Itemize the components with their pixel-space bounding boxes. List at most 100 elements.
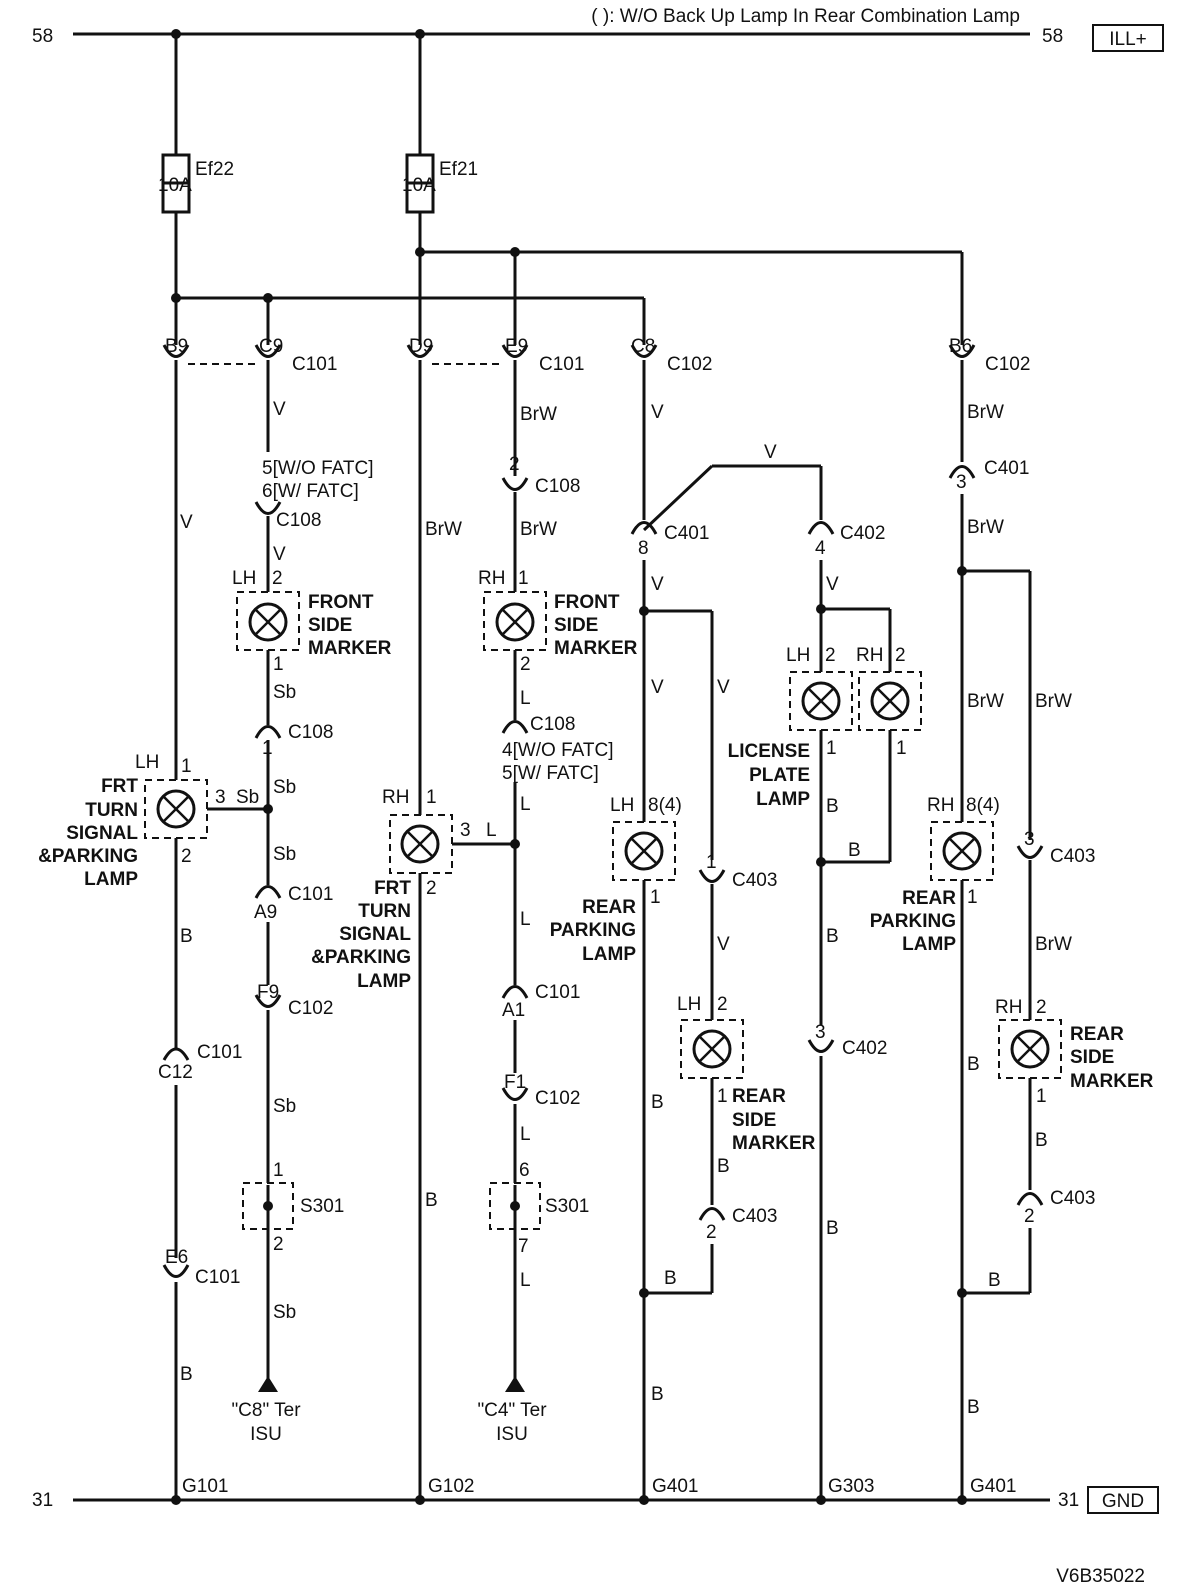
frt-turn-lh-side: LH xyxy=(135,752,159,773)
wire-l-col3: L xyxy=(486,820,497,841)
wire-b-col8-a: B xyxy=(967,1054,980,1075)
conn-a1: A1 xyxy=(502,1000,525,1021)
front-marker-rh-label-1: FRONT xyxy=(554,592,620,613)
wire-brw-col3: BrW xyxy=(425,519,462,540)
rear-parking-rh-pin: 8(4) xyxy=(966,795,1000,816)
rear-parking-lh-label-2: PARKING xyxy=(550,920,636,941)
rear-marker-lh-pin1: 1 xyxy=(717,1086,728,1107)
license-lh-pin2: 2 xyxy=(825,645,836,666)
conn-a9: A9 xyxy=(254,902,277,923)
frt-turn-rh-pin3: 3 xyxy=(460,820,471,841)
column-rh-rear-parking: BrW 3 C401 BrW BrW BrW RH 8(4) 1 REAR PA… xyxy=(870,360,1072,1500)
conn-c402-b: C402 xyxy=(842,1038,887,1059)
wire-v-col5-loop: V xyxy=(764,442,777,463)
conn-c102-c: C102 xyxy=(288,998,333,1019)
front-marker-rh-label-3: MARKER xyxy=(554,638,638,659)
frt-turn-lh-label-5: LAMP xyxy=(84,869,138,890)
wire-b-col5-b: B xyxy=(664,1268,677,1289)
conn-c403-d: C403 xyxy=(1050,1188,1095,1209)
wire-sb-col2-a: Sb xyxy=(273,682,296,703)
conn-c12: C12 xyxy=(158,1062,193,1083)
column-lh-rear-parking: V V 8 C401 V V V LH 8(4) 1 REAR PARKING … xyxy=(550,360,823,1500)
conn-f9: F9 xyxy=(257,982,279,1003)
front-marker-lh-pin1: 1 xyxy=(273,654,284,675)
ill-plus-tag: ILL+ xyxy=(1109,29,1147,50)
conn-c403-a: C403 xyxy=(732,870,777,891)
terminal-c4-isu: ISU xyxy=(496,1424,528,1445)
c401-col5-pin8: 8 xyxy=(638,538,649,559)
rear-marker-lh-label-2: SIDE xyxy=(732,1110,776,1131)
wire-l-col4-a: L xyxy=(520,688,531,709)
c108-col2-pin-a: 5[W/O FATC] xyxy=(262,458,374,479)
rear-parking-rh-label-3: LAMP xyxy=(902,934,956,955)
rear-parking-lh-side: LH xyxy=(610,795,634,816)
splice-s301-a-label: S301 xyxy=(300,1196,344,1217)
rear-marker-rh-label-1: REAR xyxy=(1070,1024,1124,1045)
c403-col9-pin2: 2 xyxy=(1024,1206,1035,1227)
frt-turn-rh-pin2: 2 xyxy=(426,878,437,899)
frt-turn-rh-label-2: TURN xyxy=(358,901,411,922)
license-rh-pin2: 2 xyxy=(895,645,906,666)
wire-v-col2: V xyxy=(273,399,286,420)
front-marker-lh-label-3: MARKER xyxy=(308,638,392,659)
conn-c102-b: C102 xyxy=(985,354,1030,375)
front-marker-rh-label-2: SIDE xyxy=(554,615,598,636)
wire-brw-col8-b: BrW xyxy=(967,517,1004,538)
wire-b-col1-b: B xyxy=(180,1364,193,1385)
c401-col8-pin3: 3 xyxy=(956,472,967,493)
wire-b-col7-b: B xyxy=(848,840,861,861)
frt-turn-rh-label-3: SIGNAL xyxy=(339,924,411,945)
wire-b-col7-a: B xyxy=(826,796,839,817)
wire-brw-col8-a: BrW xyxy=(967,402,1004,423)
rail-top-left-label: 58 xyxy=(32,26,53,47)
rail-bottom-left-label: 31 xyxy=(32,1490,53,1511)
license-lh-pin1: 1 xyxy=(826,738,837,759)
header-note: ( ): W/O Back Up Lamp In Rear Combinatio… xyxy=(591,6,1020,27)
conn-c101-b: C101 xyxy=(539,354,584,375)
wire-brw-col8-c: BrW xyxy=(967,691,1004,712)
wire-l-col4-b: L xyxy=(520,794,531,815)
top-connectors: B9 C9 C101 D9 E9 C101 C8 C102 B6 C102 xyxy=(162,336,1030,375)
ground-g102: G102 xyxy=(428,1476,474,1497)
license-label-1: LICENSE xyxy=(728,741,810,762)
rear-marker-lh-label-1: REAR xyxy=(732,1086,786,1107)
wire-sb-col2-e: Sb xyxy=(273,1096,296,1117)
fuse-ef22-rating: 10A xyxy=(158,175,192,196)
conn-c401-b: C401 xyxy=(984,458,1029,479)
ill-plus-tag-box xyxy=(1092,24,1164,52)
rear-parking-lh-pin: 8(4) xyxy=(648,795,682,816)
wire-l-col4-c: L xyxy=(520,909,531,930)
c402-col7-pin4: 4 xyxy=(815,538,826,559)
license-rh-side: RH xyxy=(856,645,883,666)
conn-c102-d: C102 xyxy=(535,1088,580,1109)
frt-turn-rh-label-5: LAMP xyxy=(357,971,411,992)
license-label-2: PLATE xyxy=(749,765,810,786)
wire-b-col8-b: B xyxy=(988,1270,1001,1291)
rear-marker-rh-pin1: 1 xyxy=(1036,1086,1047,1107)
rear-parking-lh-pin1: 1 xyxy=(650,887,661,908)
frt-turn-lh-label-3: SIGNAL xyxy=(66,823,138,844)
rear-parking-rh-pin1: 1 xyxy=(967,887,978,908)
rear-marker-rh-pin2: 2 xyxy=(1036,997,1047,1018)
fuse-ef22-name: Ef22 xyxy=(195,159,234,180)
column-lh-front-turn: V LH 1 3 2 FRT TURN SIGNAL &PARKING LAMP… xyxy=(38,360,242,1500)
ground-g401-b: G401 xyxy=(970,1476,1016,1497)
conn-d9: D9 xyxy=(409,336,433,357)
wire-brw-col9-a: BrW xyxy=(1035,691,1072,712)
ground-g303: G303 xyxy=(828,1476,874,1497)
wire-brw-col9-b: BrW xyxy=(1035,934,1072,955)
wire-v-col6-b: V xyxy=(717,934,730,955)
rail-bottom-right-label: 31 xyxy=(1058,1490,1079,1511)
s301-b-pin7: 7 xyxy=(518,1236,529,1257)
conn-c403-c: C403 xyxy=(1050,846,1095,867)
wire-b-col8-c: B xyxy=(967,1397,980,1418)
frt-turn-lh-label-2: TURN xyxy=(85,800,138,821)
conn-c401-a: C401 xyxy=(664,523,709,544)
conn-c101-c: C101 xyxy=(197,1042,242,1063)
wire-b-col6-a: B xyxy=(717,1156,730,1177)
column-rh-rear-marker: 3 C403 BrW RH 2 1 REAR SIDE MARKER B 2 C… xyxy=(995,829,1154,1293)
wire-b-col9: B xyxy=(1035,1130,1048,1151)
wire-brw-col4-b: BrW xyxy=(520,519,557,540)
column-license-plate: 4 C402 V LH 2 RH 2 1 1 LICENSE PLATE LAM… xyxy=(728,521,922,1500)
wire-b-col7-c: B xyxy=(826,926,839,947)
